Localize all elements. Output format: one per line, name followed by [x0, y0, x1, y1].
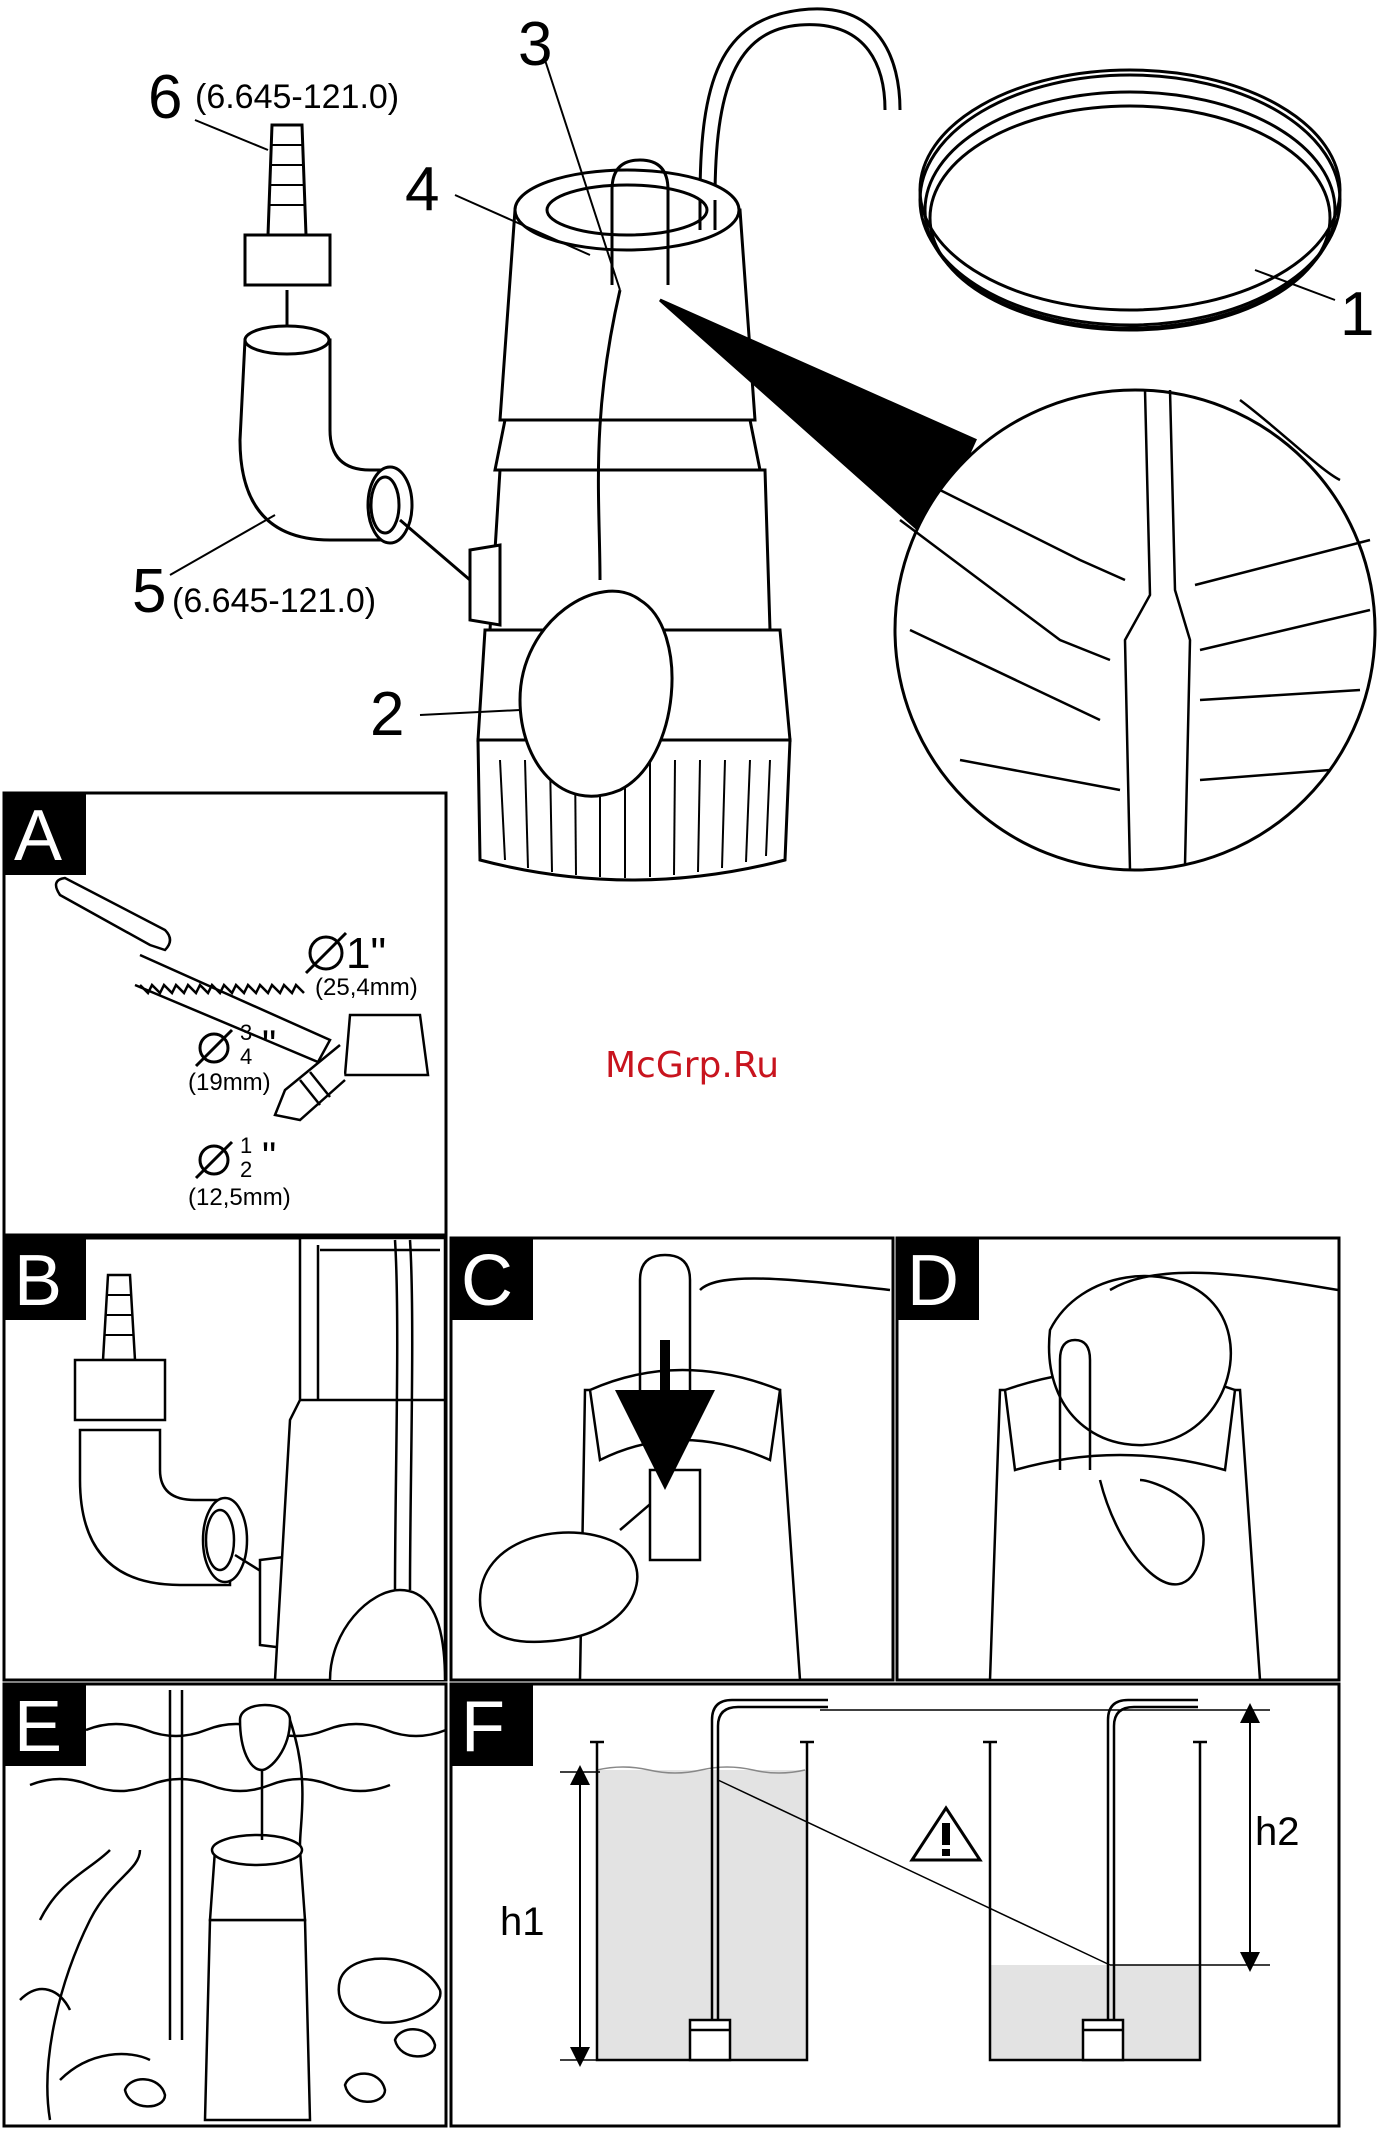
panel-e-letter: E	[14, 1687, 62, 1767]
callout-1: 1	[1340, 280, 1374, 349]
panel-a-dia-3-num: 1	[240, 1133, 252, 1158]
panel-a-letter: A	[14, 796, 62, 876]
main-pump-drawing	[170, 9, 1375, 880]
hose-coil	[700, 9, 1340, 330]
panel-a-dia-2-mm: (19mm)	[188, 1069, 271, 1096]
callout-4: 4	[405, 155, 439, 224]
panel-b-letter: B	[14, 1241, 62, 1321]
panel-a-dia-2-num: 3	[240, 1020, 252, 1045]
callout-6-part-number: (6.645-121.0)	[195, 78, 399, 116]
callout-5: 5	[132, 557, 166, 626]
callout-6: 6	[148, 63, 182, 132]
callout-3: 3	[518, 10, 552, 79]
callout-2: 2	[370, 680, 404, 749]
panel-d-letter: D	[907, 1241, 959, 1321]
panel-d: D	[897, 1238, 1339, 1680]
panel-a: A 1" (25,4mm) 3 4 " (19mm) 1 2 " (12	[4, 793, 446, 1235]
label-h2: h2	[1255, 1810, 1300, 1854]
watermark: McGrp.Ru	[605, 1045, 779, 1086]
panel-b: B	[4, 1238, 446, 1680]
panel-a-dia-3-mark: "	[262, 1135, 276, 1179]
panel-a-dia-1: 1"	[346, 929, 386, 978]
panel-a-dia-3-den: 2	[240, 1157, 252, 1182]
panel-c-letter: C	[461, 1241, 513, 1321]
panel-e: E	[4, 1684, 446, 2126]
left-tank-water	[597, 1770, 807, 2060]
panel-a-dia-3-mm: (12,5mm)	[188, 1184, 291, 1211]
panel-a-dia-2-den: 4	[240, 1044, 252, 1069]
panel-a-dia-2-mark: "	[262, 1023, 276, 1067]
panel-c: C	[451, 1238, 893, 1680]
panel-f-letter: F	[461, 1687, 505, 1767]
zoom-detail-circle	[895, 390, 1375, 870]
panel-f: F	[451, 1684, 1339, 2126]
label-h1: h1	[500, 1900, 545, 1944]
panel-a-dia-1-mm: (25,4mm)	[315, 974, 418, 1001]
callout-5-part-number: (6.645-121.0)	[172, 582, 376, 620]
